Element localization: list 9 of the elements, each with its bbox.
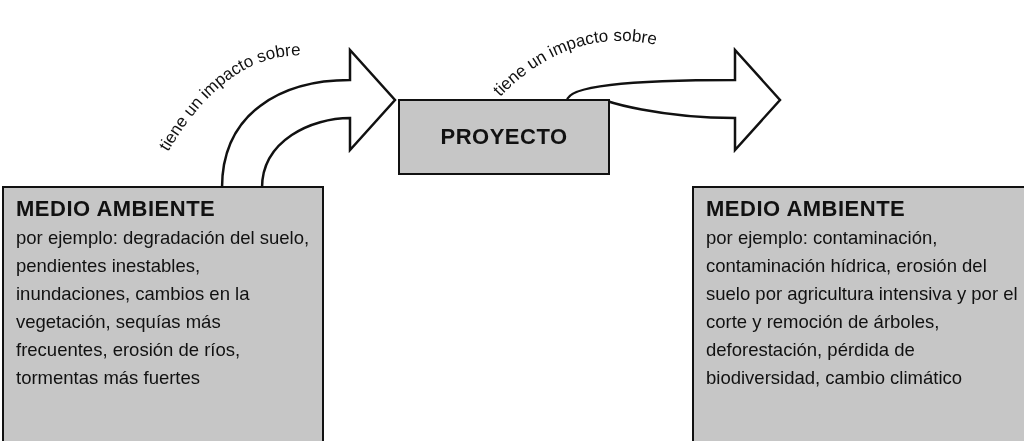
text-box — [692, 186, 1024, 441]
block-arrow — [565, 48, 782, 152]
box-heading: MEDIO AMBIENTE — [706, 195, 906, 223]
box-text: por ejemplo: degradación del suelo, pendientes inestables, inundaciones, cambios en la vegetación, sequías más frecuentes, erosión de ríos, tormentas más fuertes — [16, 226, 311, 390]
box-heading: PROYECTO — [440, 123, 568, 151]
box-text: por ejemplo: contaminación, contaminación hídrica, erosión del suelo por agricultura intensiva y por el corte y remoción de árboles, deforestación, pérdida de biodiversidad, cambio climático — [706, 226, 1019, 390]
text-box — [2, 186, 324, 441]
text-box — [398, 99, 610, 175]
box-heading: MEDIO AMBIENTE — [16, 195, 216, 223]
